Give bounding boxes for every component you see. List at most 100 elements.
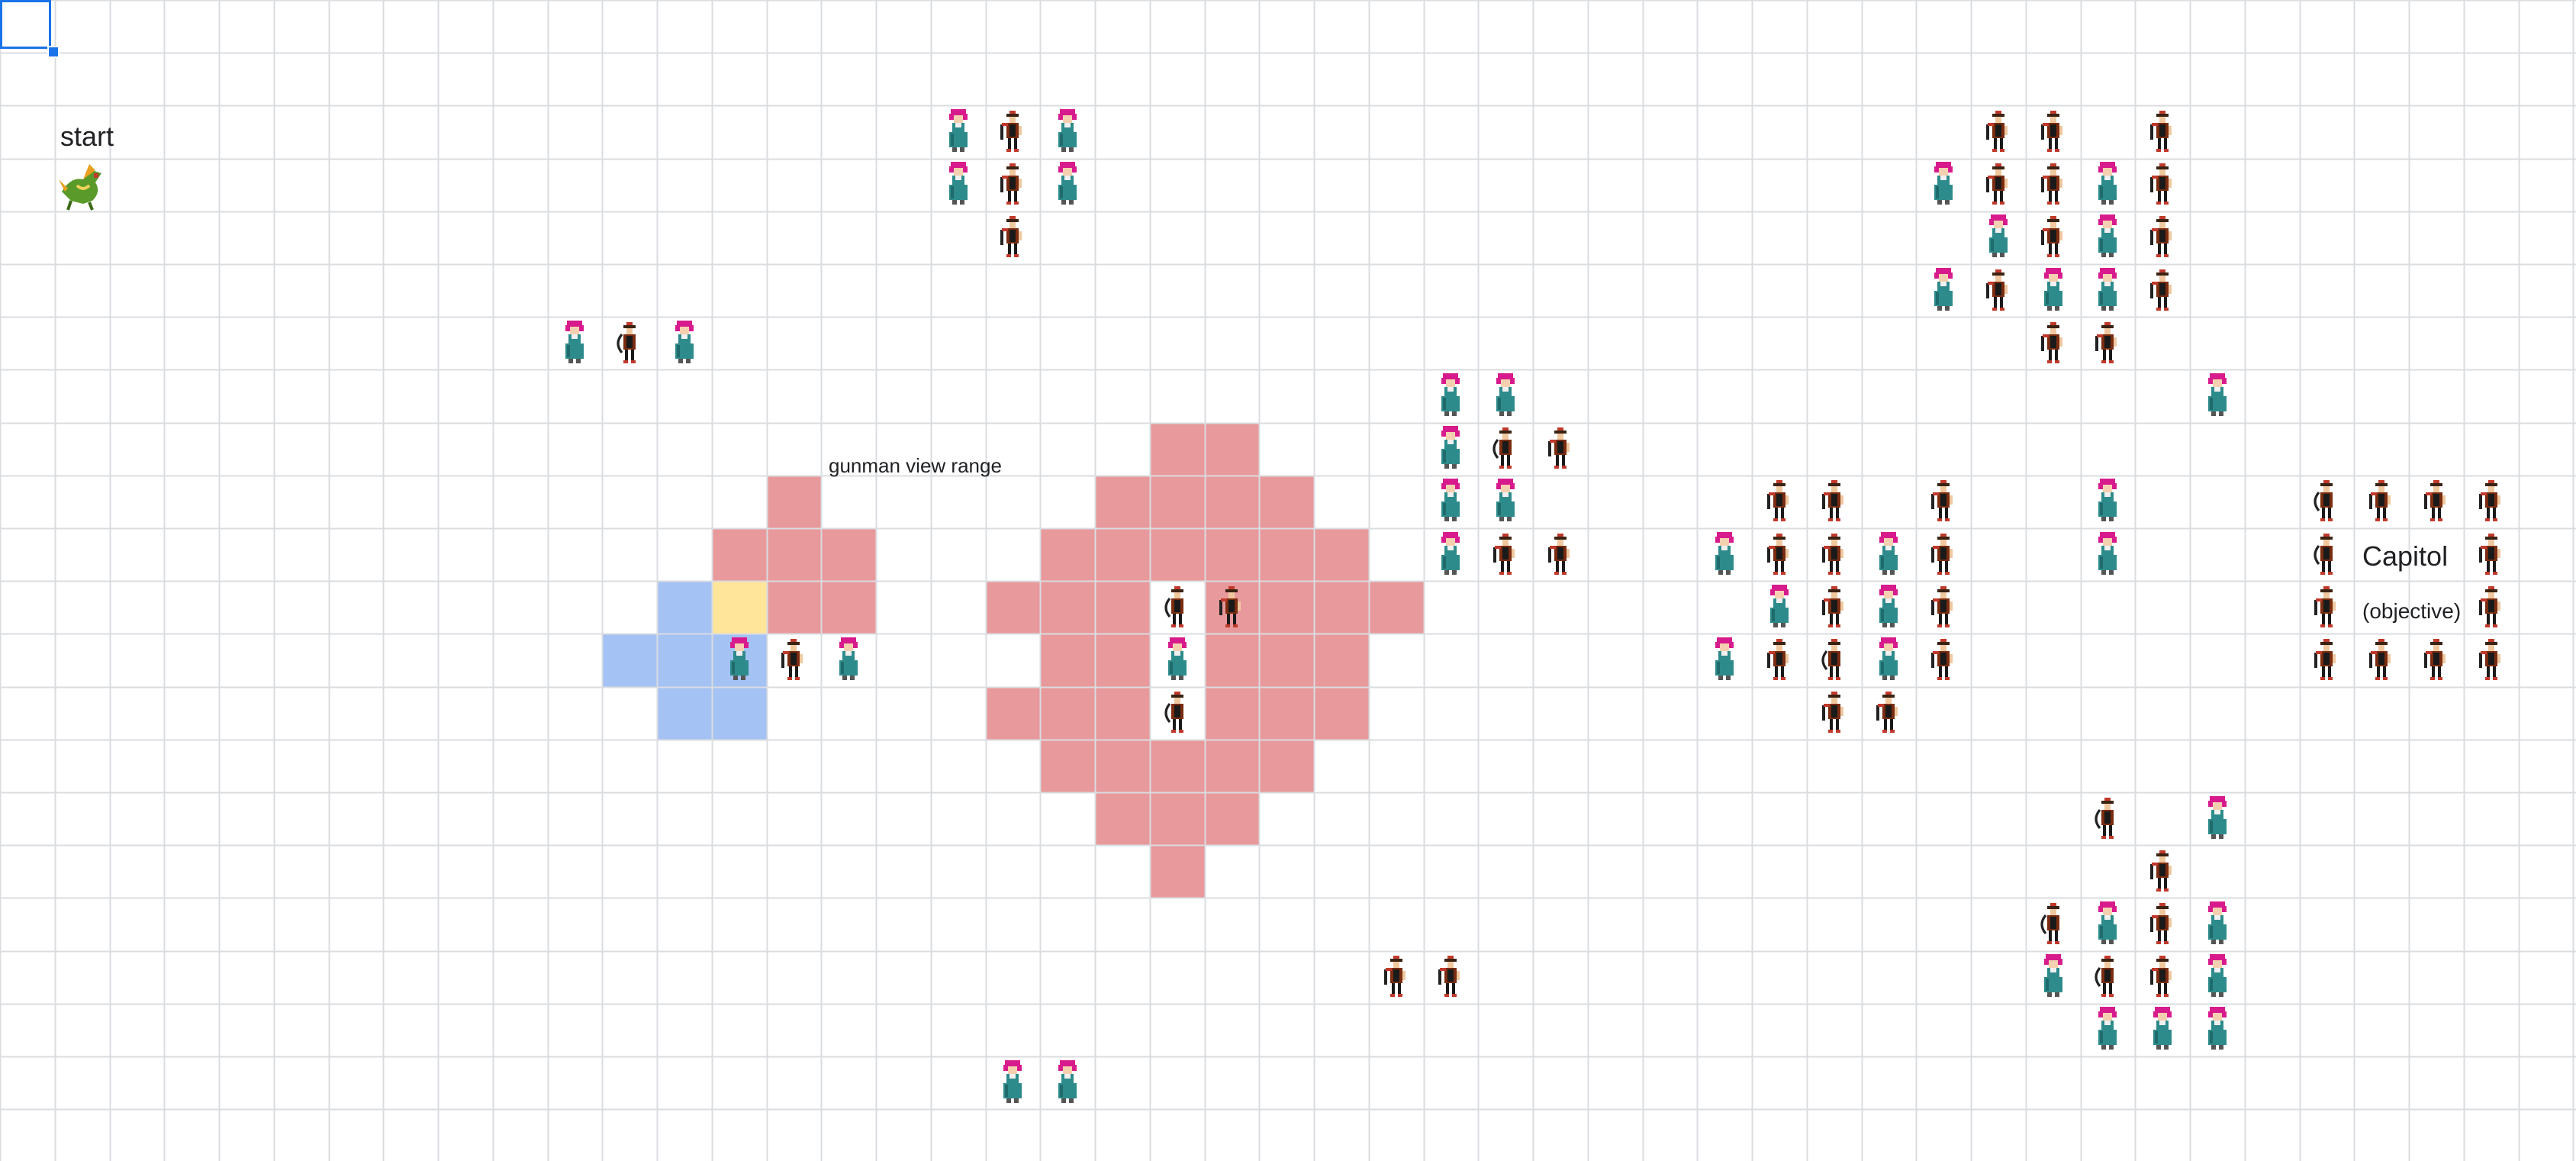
gunman-icon[interactable] [2038, 163, 2069, 210]
gunman-icon[interactable] [2147, 111, 2178, 157]
maiden-icon[interactable] [1983, 214, 2014, 264]
gunman-icon[interactable] [2311, 586, 2342, 633]
gunman-icon[interactable] [1764, 534, 1795, 580]
maiden-icon[interactable] [1052, 109, 1083, 159]
selected-cell[interactable] [0, 0, 51, 49]
gunman-icon[interactable] [1381, 956, 1412, 1002]
maiden-icon[interactable] [2202, 796, 2233, 846]
gunman-icon[interactable] [1873, 692, 1904, 738]
gunman-icon[interactable] [1928, 639, 1959, 685]
maiden-icon[interactable] [559, 321, 590, 370]
maiden-icon[interactable] [2092, 268, 2123, 318]
maiden-icon[interactable] [1873, 585, 1904, 634]
maiden-icon[interactable] [997, 1060, 1028, 1110]
maiden-icon[interactable] [2147, 1007, 2178, 1056]
gunman-icon[interactable] [2147, 163, 2178, 210]
archer-icon[interactable] [1819, 639, 1850, 685]
dragon-icon[interactable] [56, 158, 109, 215]
maiden-icon[interactable] [2092, 532, 2123, 582]
maiden-icon[interactable] [1435, 532, 1466, 582]
maiden-icon[interactable] [2092, 1007, 2123, 1056]
gunman-icon[interactable] [997, 163, 1028, 210]
archer-icon[interactable] [1162, 586, 1193, 633]
maiden-icon[interactable] [1709, 532, 1740, 582]
maiden-icon[interactable] [2092, 479, 2123, 528]
maiden-icon[interactable] [1709, 637, 1740, 687]
gunman-icon[interactable] [2311, 639, 2342, 685]
maiden-icon[interactable] [2092, 162, 2123, 211]
maiden-icon[interactable] [943, 162, 974, 211]
maiden-icon[interactable] [669, 321, 700, 370]
gunman-icon[interactable] [2366, 639, 2397, 685]
gunman-icon[interactable] [2147, 956, 2178, 1002]
gunman-icon[interactable] [2421, 639, 2452, 685]
maiden-icon[interactable] [2038, 268, 2069, 318]
gunman-icon[interactable] [1216, 586, 1247, 633]
maiden-icon[interactable] [2092, 214, 2123, 264]
maiden-icon[interactable] [833, 637, 864, 687]
gunman-icon[interactable] [2092, 322, 2123, 369]
maiden-icon[interactable] [1162, 637, 1193, 687]
gunman-icon[interactable] [2476, 586, 2507, 633]
maiden-icon[interactable] [1873, 532, 1904, 582]
maiden-icon[interactable] [2202, 373, 2233, 423]
gunman-icon[interactable] [1819, 480, 1850, 527]
gunman-icon[interactable] [2038, 111, 2069, 157]
maiden-icon[interactable] [1052, 162, 1083, 211]
maiden-icon[interactable] [943, 109, 974, 159]
maiden-icon[interactable] [1764, 585, 1795, 634]
gunman-icon[interactable] [2476, 480, 2507, 527]
gunman-icon[interactable] [2038, 216, 2069, 263]
gunman-icon[interactable] [1545, 427, 1576, 474]
gunman-icon[interactable] [1819, 586, 1850, 633]
maiden-icon[interactable] [1435, 373, 1466, 423]
gunman-icon[interactable] [1983, 163, 2014, 210]
gunman-icon[interactable] [2366, 480, 2397, 527]
maiden-icon[interactable] [1435, 479, 1466, 528]
maiden-icon[interactable] [2202, 954, 2233, 1004]
maiden-icon[interactable] [2038, 954, 2069, 1004]
gunman-icon[interactable] [1819, 692, 1850, 738]
archer-icon[interactable] [1490, 427, 1521, 474]
gunman-icon[interactable] [1435, 956, 1466, 1002]
gunman-icon[interactable] [1928, 586, 1959, 633]
archer-icon[interactable] [2092, 956, 2123, 1002]
gunman-icon[interactable] [1928, 480, 1959, 527]
gunman-icon[interactable] [2476, 534, 2507, 580]
gunman-icon[interactable] [1819, 534, 1850, 580]
maiden-icon[interactable] [1490, 479, 1521, 528]
fill-handle[interactable] [47, 46, 60, 58]
maiden-icon[interactable] [2092, 901, 2123, 951]
gunman-icon[interactable] [1983, 111, 2014, 157]
maiden-icon[interactable] [2202, 1007, 2233, 1056]
archer-icon[interactable] [2311, 534, 2342, 580]
gunman-icon[interactable] [1764, 480, 1795, 527]
gunman-icon[interactable] [1764, 639, 1795, 685]
gunman-icon[interactable] [997, 216, 1028, 263]
gunman-icon[interactable] [997, 111, 1028, 157]
archer-icon[interactable] [614, 322, 645, 369]
maiden-icon[interactable] [2202, 901, 2233, 951]
maiden-icon[interactable] [1928, 268, 1959, 318]
maiden-icon[interactable] [1435, 426, 1466, 476]
gunman-icon[interactable] [2421, 480, 2452, 527]
maiden-icon[interactable] [724, 637, 755, 687]
gunman-icon[interactable] [1983, 269, 2014, 316]
archer-icon[interactable] [1162, 692, 1193, 738]
gunman-icon[interactable] [778, 639, 809, 685]
gunman-icon[interactable] [1545, 534, 1576, 580]
gunman-icon[interactable] [2476, 639, 2507, 685]
gunman-icon[interactable] [2147, 850, 2178, 897]
maiden-icon[interactable] [1052, 1060, 1083, 1110]
maiden-icon[interactable] [1873, 637, 1904, 687]
gunman-icon[interactable] [2147, 269, 2178, 316]
gunman-icon[interactable] [2147, 903, 2178, 950]
maiden-icon[interactable] [1490, 373, 1521, 423]
gunman-icon[interactable] [2147, 216, 2178, 263]
archer-icon[interactable] [2092, 798, 2123, 844]
gunman-icon[interactable] [1928, 534, 1959, 580]
archer-icon[interactable] [2311, 480, 2342, 527]
archer-icon[interactable] [2038, 903, 2069, 950]
gunman-icon[interactable] [2038, 322, 2069, 369]
